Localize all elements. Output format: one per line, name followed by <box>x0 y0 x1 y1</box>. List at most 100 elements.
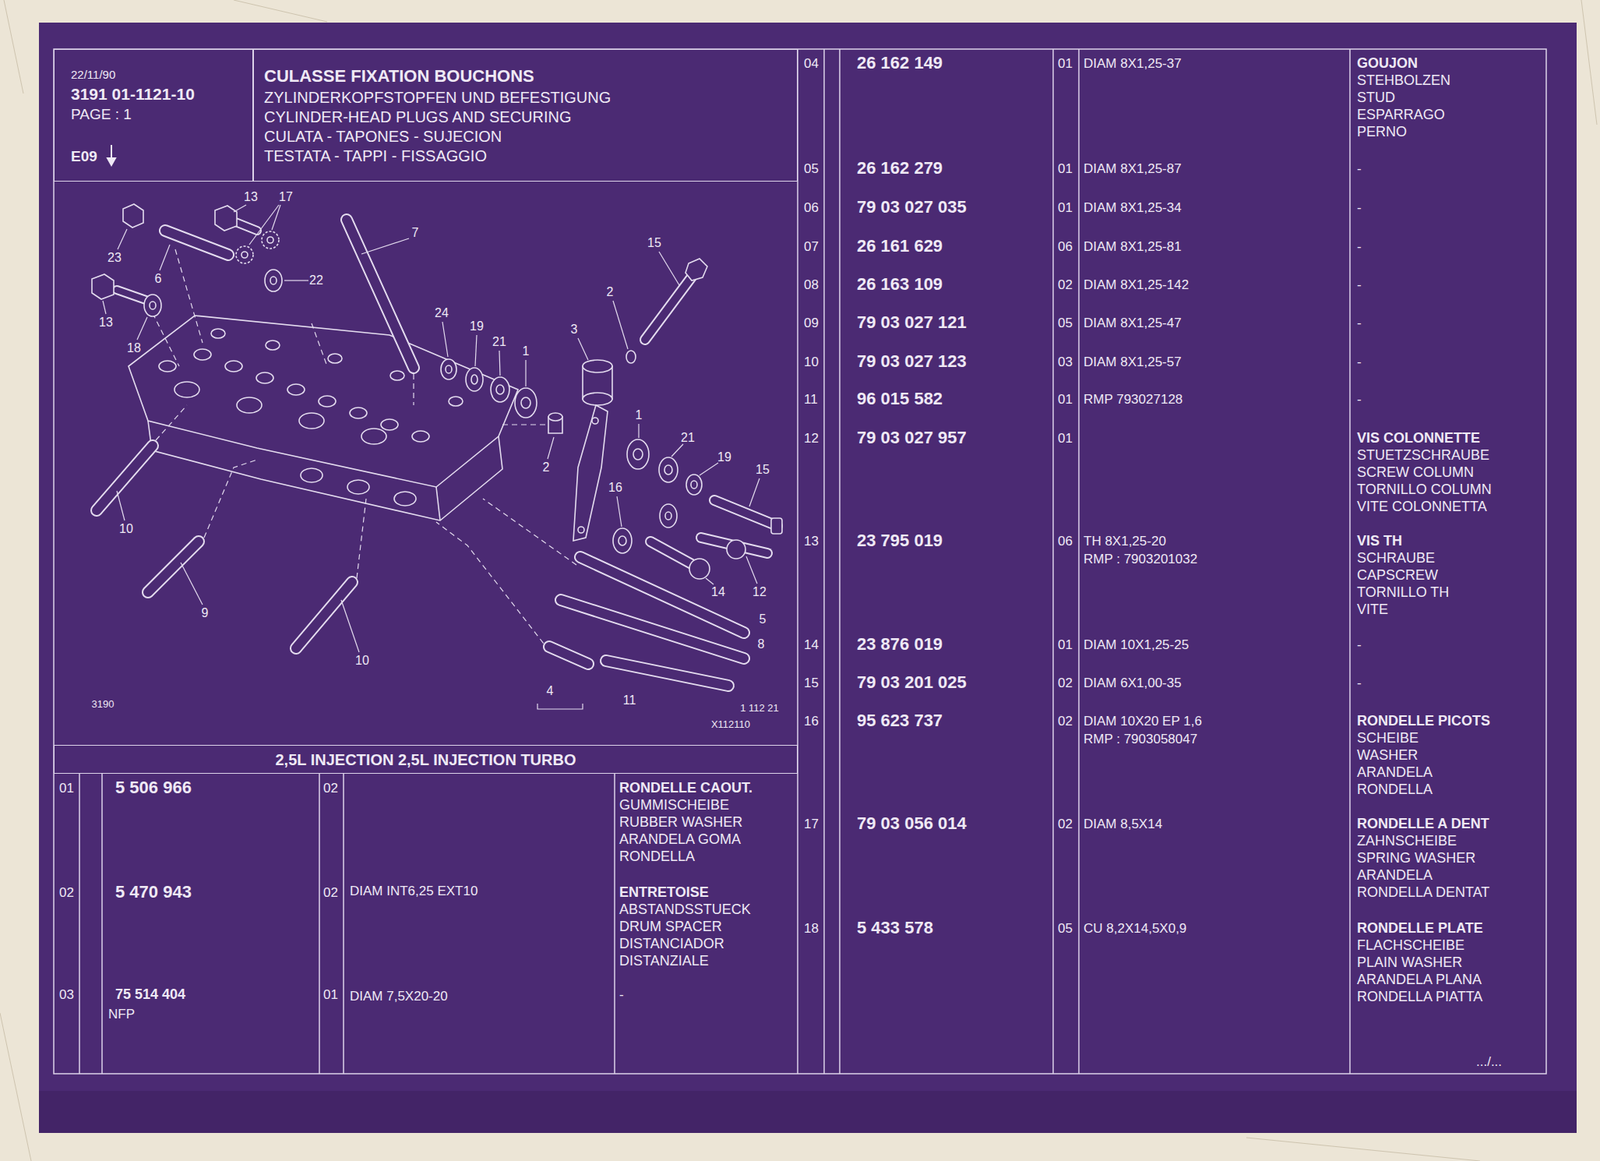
no-name-dash: - <box>1356 200 1362 215</box>
ref-number: 16 <box>803 714 819 728</box>
specification: RMP 793027128 <box>1083 392 1183 406</box>
ref-number: 07 <box>803 239 819 254</box>
part-name-translation: VITE <box>1356 602 1389 617</box>
quantity: 01 <box>1057 392 1073 406</box>
washers-part <box>149 301 156 310</box>
studs-part <box>714 500 778 526</box>
ref-number: 15 <box>803 676 819 690</box>
callout-number: 18 <box>126 341 141 355</box>
part-name: VIS COLONNETTE <box>1356 430 1481 445</box>
specification: DIAM 10X1,25-25 <box>1083 637 1189 652</box>
specification: DIAM INT6,25 EXT10 <box>349 884 478 898</box>
callout-number: 17 <box>278 190 293 204</box>
ref-number: 05 <box>803 162 819 176</box>
leader-lines-part <box>361 238 409 254</box>
studs-part <box>346 219 414 368</box>
part-name: ENTRETOISE <box>619 884 709 899</box>
dashed-guides-part <box>412 373 414 406</box>
washers-part <box>514 387 537 418</box>
callout-number: 23 <box>107 251 122 265</box>
reference-box: 22/11/903191 01-1121-10PAGE : 1E09 <box>53 49 254 182</box>
no-name-dash: - <box>1356 278 1362 292</box>
studs-part <box>650 541 692 564</box>
leader-lines-part <box>699 462 719 476</box>
leader-lines-part <box>613 300 628 349</box>
callout-number: 21 <box>680 431 695 445</box>
leader-lines-part <box>233 204 247 212</box>
callout-number: 24 <box>434 306 449 320</box>
continued-mark: .../... <box>1476 1054 1502 1068</box>
leader-lines-part <box>659 251 680 286</box>
part-name-translation: TORNILLO TH <box>1356 585 1449 600</box>
table-grid-part <box>796 49 799 1074</box>
callout-number: 13 <box>98 316 113 329</box>
studs-part <box>346 219 414 368</box>
page-arrow <box>107 144 116 166</box>
sheet-title: CULASSE FIXATION BOUCHONS <box>264 67 535 85</box>
washers-part <box>618 535 627 546</box>
band-text: 2,5L INJECTION 2,5L INJECTION TURBO <box>274 751 576 768</box>
drawing-code: X112110 <box>711 718 751 730</box>
model-band: 2,5L INJECTION 2,5L INJECTION TURBO <box>53 744 798 774</box>
specification: DIAM 8X1,25-37 <box>1083 56 1182 71</box>
washers-part <box>664 465 673 475</box>
part-number: 79 03 027 123 <box>856 352 967 371</box>
table-grid-part <box>1349 49 1351 1074</box>
leader-lines-part <box>671 444 684 457</box>
part-number: 79 03 027 957 <box>856 429 967 447</box>
leader-lines-part <box>637 423 639 438</box>
part-name-translation: RONDELLA <box>619 849 695 864</box>
cylinder-head-part <box>256 372 274 384</box>
part-name-translation: PLAIN WASHER <box>1356 955 1463 970</box>
spacers-part <box>548 412 563 421</box>
callout-number: 15 <box>647 236 662 250</box>
part-number: 26 162 149 <box>856 54 943 72</box>
washers-part <box>144 294 162 317</box>
part-number: 79 03 201 025 <box>856 673 967 691</box>
cylinder-head-part <box>128 315 519 487</box>
nuts-and-heads <box>91 204 783 579</box>
part-name-translation: RONDELLA <box>1356 782 1433 797</box>
part-name-translation: ZAHNSCHEIBE <box>1356 833 1457 848</box>
dashed-guides-part <box>152 313 180 367</box>
quantity: 02 <box>323 885 339 899</box>
specification: CU 8,2X14,5X0,9 <box>1083 921 1187 935</box>
part-name-translation: ARANDELA <box>1356 867 1433 882</box>
leader-lines-part <box>746 556 758 584</box>
washers-part <box>665 511 672 520</box>
specification: DIAM 8X1,25-34 <box>1083 200 1182 215</box>
specification: DIAM 8X1,25-81 <box>1083 239 1182 254</box>
cylinder-head-part <box>158 360 177 372</box>
cylinder-head-part <box>287 384 305 395</box>
dashed-guides-part <box>498 423 546 425</box>
part-name-translation: SCHRAUBE <box>1356 550 1435 565</box>
leader-lines-part <box>284 279 309 281</box>
ref-number: 10 <box>803 355 819 369</box>
studs-part <box>96 445 153 511</box>
callout-number: 21 <box>492 335 507 349</box>
title-box: CULASSE FIXATION BOUCHONSZYLINDERKOPFSTO… <box>253 49 798 182</box>
header-text: TESTATA - TAPPI - FISSAGGIO <box>264 148 487 164</box>
washers-part <box>521 397 531 409</box>
callout-number: 19 <box>469 320 484 333</box>
washers-part <box>659 457 678 483</box>
studs-part <box>549 646 589 664</box>
table-grid-part <box>101 773 103 1074</box>
table-grid-part <box>342 773 345 1074</box>
specification: DIAM 7,5X20-20 <box>349 989 448 1003</box>
specification: RMP : 7903058047 <box>1083 732 1198 746</box>
washers-part <box>490 377 510 402</box>
specification: RMP : 7903201032 <box>1083 552 1198 566</box>
part-number: 26 162 279 <box>856 159 943 177</box>
dashed-guides-part <box>436 521 550 651</box>
callout-number: 2 <box>542 461 550 474</box>
callout-number: 4 <box>546 684 554 698</box>
part-number: 23 876 019 <box>856 635 943 653</box>
studs-part <box>296 581 353 649</box>
specification: DIAM 8X1,25-47 <box>1083 316 1182 330</box>
studs-part <box>116 289 149 301</box>
leader-lines-part <box>547 437 554 459</box>
quantity: 01 <box>323 987 339 1001</box>
ref-number: 13 <box>803 534 819 548</box>
table-grid-part <box>1078 49 1080 1074</box>
